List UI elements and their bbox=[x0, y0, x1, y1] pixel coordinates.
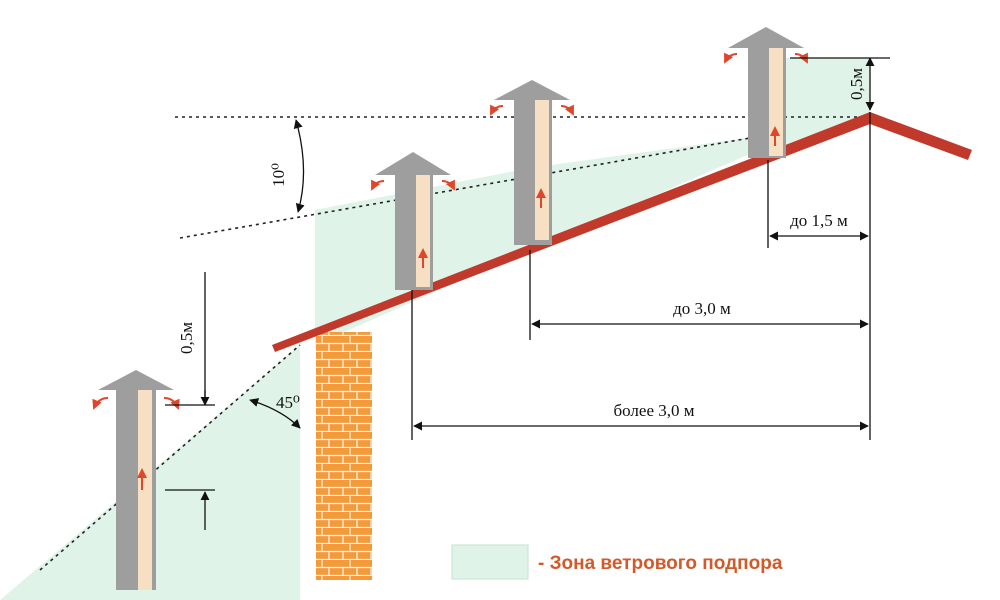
cap-icon bbox=[375, 152, 451, 175]
label-dist-15: до 1,5 м bbox=[790, 211, 848, 230]
guide-lines bbox=[39, 116, 860, 571]
arrow-icon bbox=[560, 104, 574, 116]
brick-wall bbox=[316, 332, 372, 580]
arrow-icon bbox=[371, 179, 385, 191]
label-height-right: 0,5м bbox=[847, 68, 866, 100]
dimension-lines bbox=[165, 57, 890, 530]
label-angle-45: 45⁰ bbox=[276, 393, 300, 412]
arrow-icon bbox=[92, 397, 109, 410]
legend: - Зона ветрового подпора bbox=[451, 544, 783, 580]
arrow-icon bbox=[163, 397, 180, 410]
label-angle-10: 10⁰ bbox=[269, 163, 288, 187]
arrow-icon bbox=[794, 52, 808, 64]
cap-icon bbox=[494, 80, 570, 100]
label-dist-30: до 3,0 м bbox=[673, 299, 731, 318]
label-dist-more-30: более 3,0 м bbox=[613, 401, 694, 420]
arrow-icon bbox=[441, 179, 455, 191]
chimney-3 bbox=[371, 152, 455, 290]
chimney-1 bbox=[724, 27, 808, 158]
chimney-2 bbox=[490, 80, 574, 245]
legend-text: - Зона ветрового подпора bbox=[538, 553, 783, 574]
arrow-icon bbox=[724, 52, 738, 64]
chimney-far bbox=[92, 370, 180, 590]
label-height-left: 0,5м bbox=[177, 322, 196, 354]
arrow-icon bbox=[490, 104, 504, 116]
cap-icon bbox=[728, 27, 804, 48]
legend-swatch bbox=[451, 544, 529, 580]
cap-icon bbox=[98, 370, 174, 390]
